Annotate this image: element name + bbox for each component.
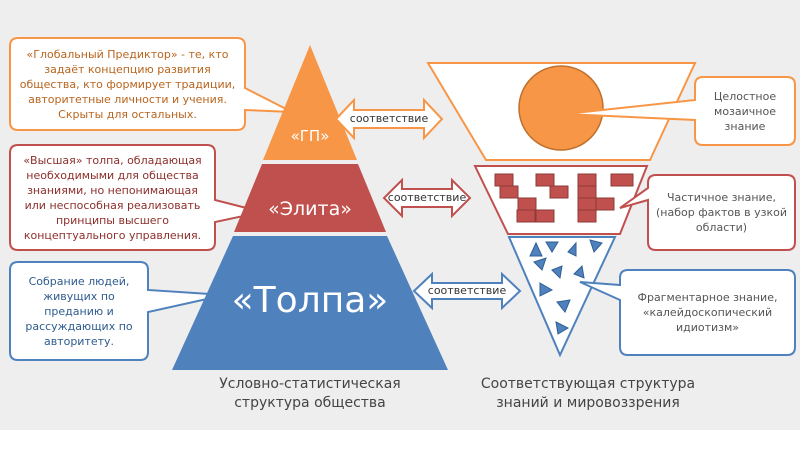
fact-blocks [494,173,634,223]
callout-elite-shape [9,144,263,251]
caption-left-line2: структура общества [234,395,386,411]
pyramid-gp-label: «ГП» [290,127,330,145]
caption-right-line1: Соответствующая структура [480,376,696,392]
pyramid-elite-tier [234,164,386,232]
caption-right-line2: знаний и мировоззрения [496,395,680,411]
holistic-circle [518,65,604,151]
callout-elite-text: «Высшая» толпа, обладающая необходимыми … [23,153,202,242]
callout-partial-shape [619,174,796,251]
callout-partial-text: Частичное знание, (набор фактов в узкой … [656,191,787,234]
callout-crowd-text: Собрание людей, живущих по преданию и ра… [25,274,133,348]
callout-fragmentary-text: Фрагментарное знание, «калейдоскопически… [637,291,778,334]
callout-gp-shape [9,37,293,131]
pyramid-elite-label: «Элита» [268,198,352,220]
knowledge-fragmentary-triangle [507,236,617,358]
arrow-bottom-label: соответствие [427,284,507,297]
arrow-middle [382,177,472,219]
caption-left-line1: Условно-статистическая [219,376,401,392]
arrow-bottom [412,271,522,311]
callout-crowd-shape [9,261,226,361]
pyramid-crowd-tier [172,236,448,370]
arrow-middle-label: соответствие [387,191,467,204]
arrow-top-label: соответствие [349,112,429,125]
fragment-triangles [529,239,603,335]
callout-gp-text: «Глобальный Предиктор» - те, кто задаёт … [19,47,236,121]
callout-fragmentary-shape [579,269,796,356]
callout-holistic-text: Целостное мозаичное знание [713,89,777,133]
pyramid-crowd-label: «Толпа» [231,280,389,321]
arrow-top [334,97,444,141]
pyramid-gp-tier [263,45,357,160]
callout-holistic-shape [564,76,796,146]
